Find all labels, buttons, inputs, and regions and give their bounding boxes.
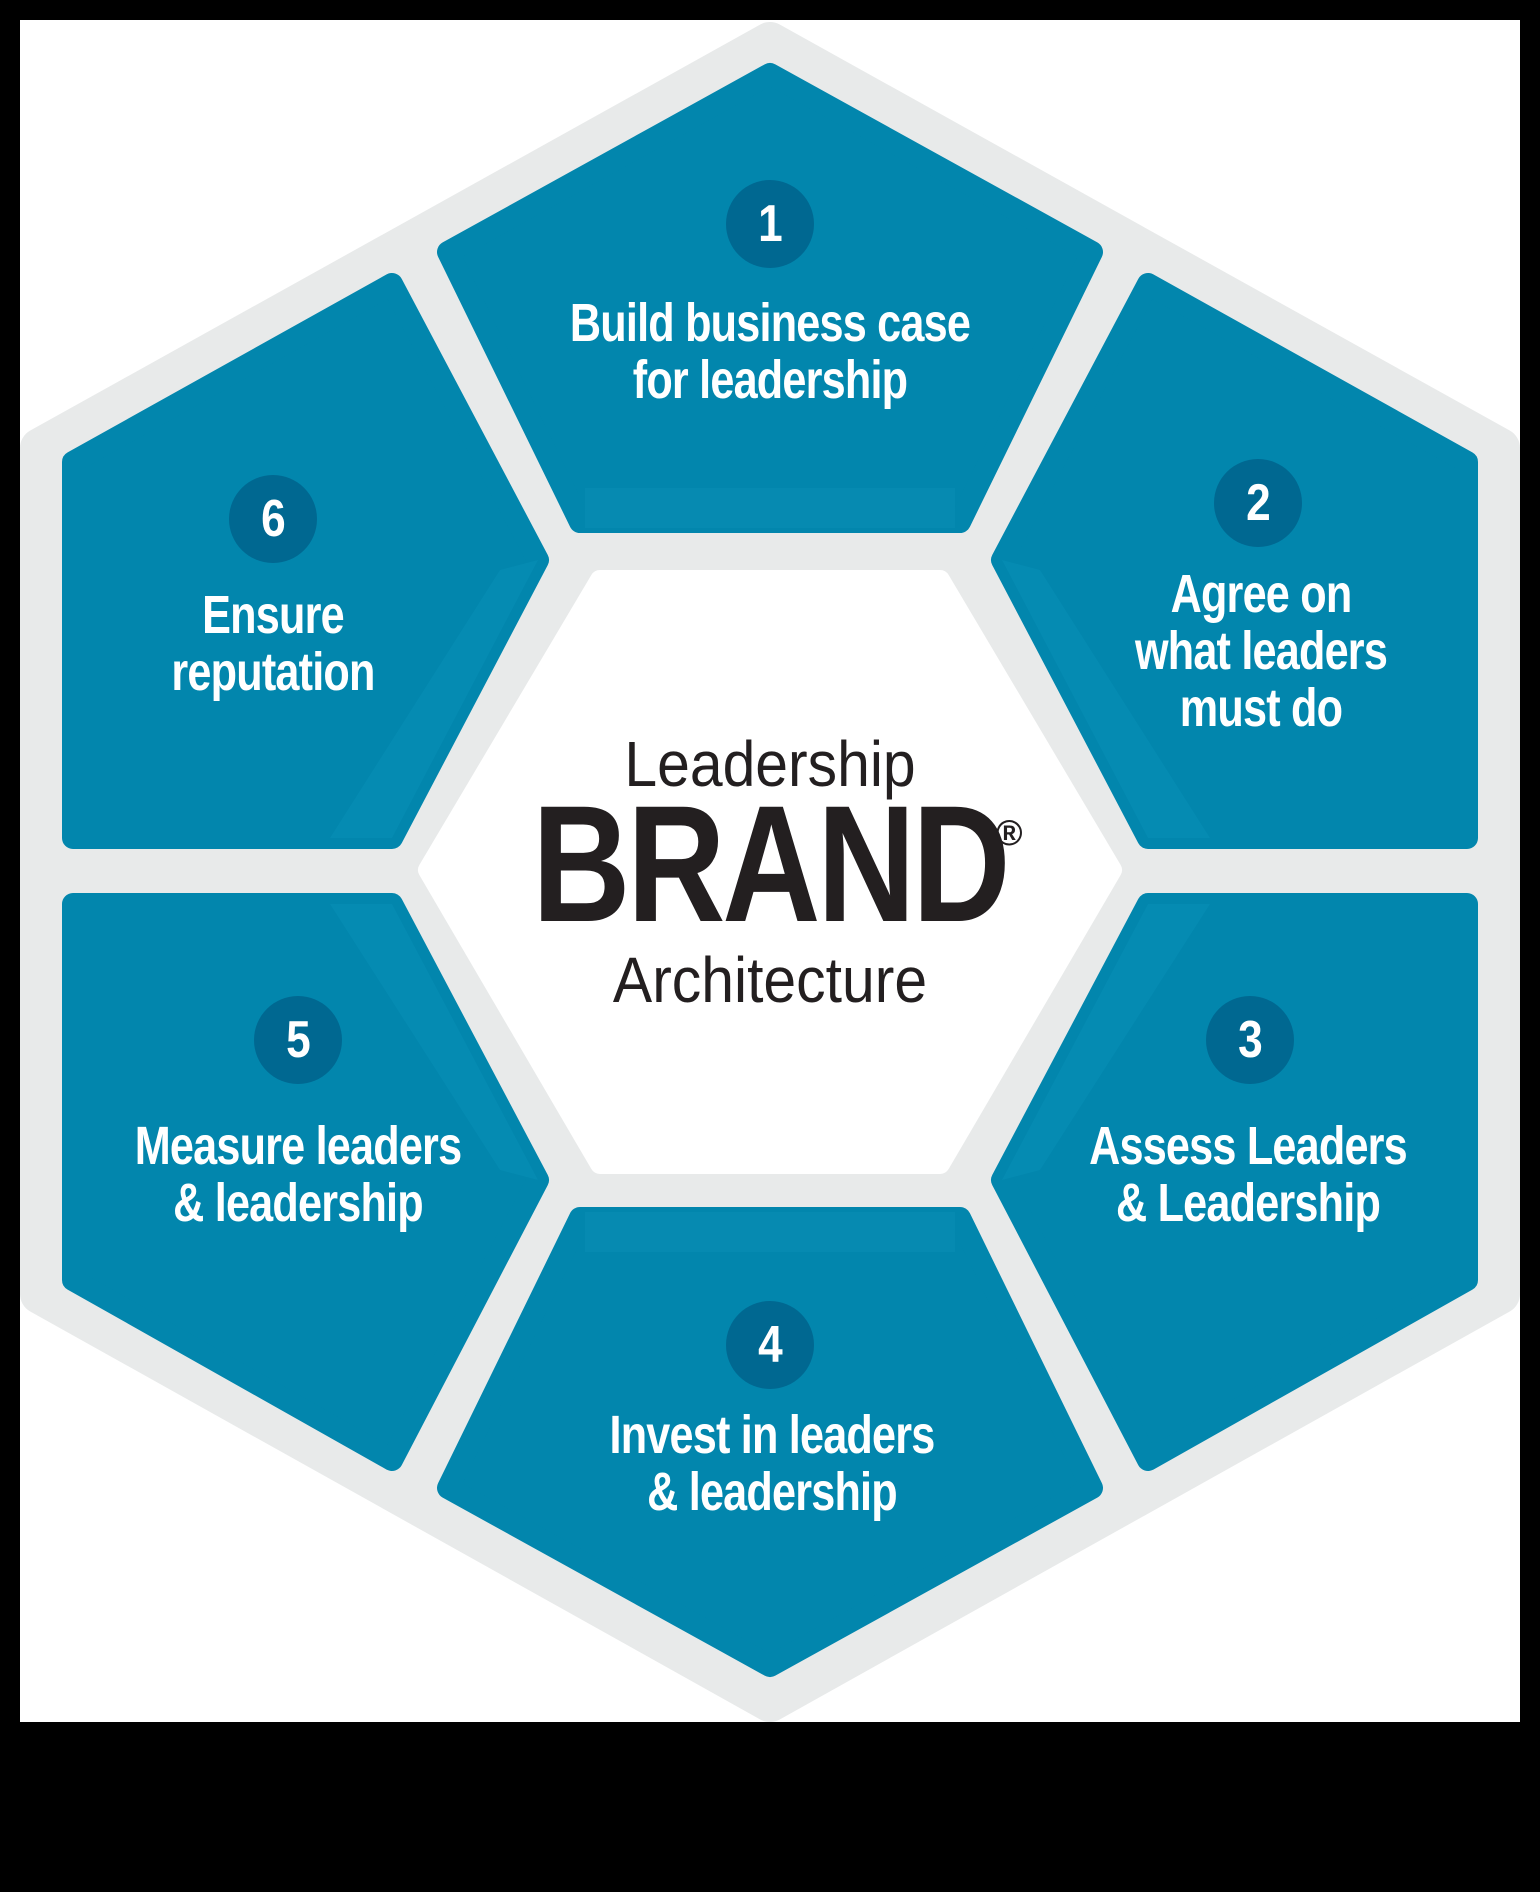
center-title-leadership: Leadership — [624, 728, 916, 800]
step-6-label-line-2: reputation — [171, 642, 375, 702]
step-1-label-line-2: for leadership — [632, 350, 908, 410]
segment-5-highlight — [330, 904, 538, 1180]
step-1-label: Build business case for leadership — [470, 295, 1070, 409]
step-2-label-line-1: Agree on — [1170, 564, 1353, 624]
segment-4-highlight — [585, 1212, 955, 1252]
segment-2-highlight — [1002, 560, 1210, 838]
step-6-label-line-1: Ensure — [202, 585, 344, 645]
step-5-number: 5 — [285, 1011, 311, 1069]
registered-mark: ® — [996, 812, 1023, 853]
diagram-panel: 1 2 3 4 5 6 Build business case for lead… — [20, 20, 1520, 1722]
step-2-label-line-2: what leaders — [1134, 621, 1388, 681]
step-5-number-badge: 5 — [254, 996, 342, 1084]
segment-1-highlight — [585, 488, 955, 528]
step-1-label-line-1: Build business case — [569, 293, 971, 353]
step-4-number: 4 — [757, 1316, 783, 1374]
step-2-label-line-3: must do — [1179, 678, 1343, 738]
step-6-number-badge: 6 — [229, 475, 317, 563]
step-3-label-line-2: & Leadership — [1115, 1173, 1381, 1233]
step-5-label-line-2: & leadership — [173, 1173, 423, 1233]
step-4-label: Invest in leaders & leadership — [472, 1407, 1072, 1521]
step-3-number-badge: 3 — [1206, 996, 1294, 1084]
segment-3-highlight — [1002, 904, 1210, 1180]
step-4-label-line-1: Invest in leaders — [609, 1405, 936, 1465]
step-2-number: 2 — [1245, 474, 1271, 532]
step-5-label: Measure leaders & leadership — [20, 1118, 598, 1232]
segment-6-highlight — [330, 560, 538, 838]
step-6-number: 6 — [260, 490, 286, 548]
segment-1-shape — [437, 63, 1103, 533]
step-3-number: 3 — [1237, 1011, 1263, 1069]
center-title-architecture: Architecture — [612, 944, 928, 1016]
center-title-brand-word: BRAND — [532, 772, 1010, 957]
step-6-label: Ensure reputation — [20, 587, 573, 701]
segment-4-shape — [437, 1207, 1103, 1677]
step-3-label: Assess Leaders & Leadership — [948, 1118, 1520, 1232]
step-5-label-line-1: Measure leaders — [134, 1116, 462, 1176]
hexagon-graphic — [20, 22, 1520, 1722]
step-4-number-badge: 4 — [726, 1301, 814, 1389]
step-4-label-line-2: & leadership — [647, 1462, 897, 1522]
step-2-number-badge: 2 — [1214, 459, 1302, 547]
step-1-number: 1 — [757, 195, 783, 253]
diagram-stage: 1 2 3 4 5 6 Build business case for lead… — [20, 20, 1520, 1722]
center-hexagon — [418, 570, 1122, 1174]
step-2-label: Agree on what leaders must do — [961, 566, 1520, 737]
step-1-number-badge: 1 — [726, 180, 814, 268]
step-3-label-line-1: Assess Leaders — [1089, 1116, 1408, 1176]
center-title-brand: BRAND — [470, 780, 1070, 950]
